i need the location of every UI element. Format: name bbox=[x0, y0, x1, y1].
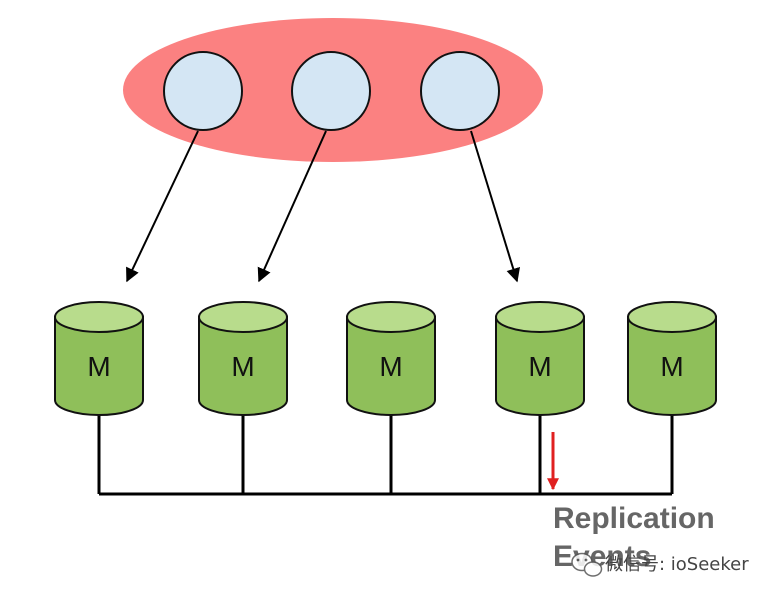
master-cylinder-1: M bbox=[54, 301, 144, 416]
master-cylinder-5: M bbox=[627, 301, 717, 416]
client-node-1 bbox=[163, 51, 243, 131]
client-arrow-2 bbox=[257, 130, 327, 283]
client-arrow-1 bbox=[126, 130, 199, 283]
watermark-text: 微信号: ioSeeker bbox=[605, 554, 749, 575]
master-label-5: M bbox=[660, 351, 683, 382]
client-node-2 bbox=[291, 51, 371, 131]
master-label-1: M bbox=[87, 351, 110, 382]
master-label-4: M bbox=[528, 351, 551, 382]
master-cylinder-4: M bbox=[495, 301, 585, 416]
master-label-2: M bbox=[231, 351, 254, 382]
client-node-3 bbox=[420, 51, 500, 131]
replication-label-line2: Events bbox=[553, 540, 651, 573]
wechat-icon bbox=[571, 552, 603, 577]
replication-label-line1: Replication bbox=[553, 502, 715, 535]
master-cylinder-2: M bbox=[198, 301, 288, 416]
master-label-3: M bbox=[379, 351, 402, 382]
client-arrow-3 bbox=[470, 130, 520, 283]
watermark: 微信号: ioSeeker bbox=[571, 552, 749, 577]
master-cylinder-3: M bbox=[346, 301, 436, 416]
